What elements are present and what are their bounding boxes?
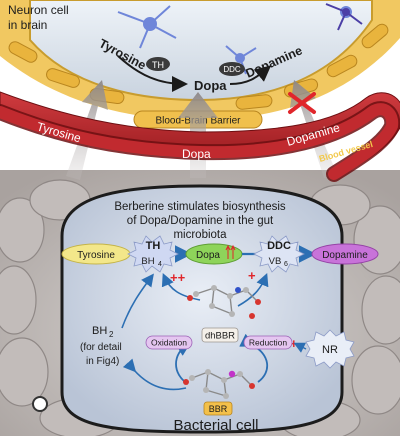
nr-badge: NR [305, 329, 355, 369]
double-plus-sign: ++ [170, 270, 186, 285]
ddc-enzyme-badge: DDC VB 6 [253, 235, 305, 273]
oxidation-label: Oxidation [151, 338, 187, 348]
stimulate-ddc-arrow [237, 273, 269, 307]
bh2-subscript: 2 [109, 330, 114, 339]
increase-arrows-icon [225, 244, 236, 259]
brain-ddc-arrow [229, 65, 272, 85]
vb6-label: VB [269, 256, 282, 267]
bh2-to-bh4-arrow [121, 273, 154, 329]
bacteria-dopamine-label: Dopamine [322, 250, 368, 261]
brain-dopa-label: Dopa [194, 78, 227, 93]
bh2-label: BH [92, 325, 107, 337]
stimulate-th-arrow [161, 273, 201, 301]
dhbbr-box: dhBBR [201, 327, 239, 343]
th-label: TH [146, 240, 161, 252]
brain-th-badge [146, 57, 170, 71]
brain-ddc-badge [219, 62, 245, 76]
blood-vessel: Tyrosine Dopa Dopamine Blood vessel [0, 91, 400, 182]
brain-th-label: TH [152, 60, 164, 70]
bbr-box: BBR [203, 401, 233, 416]
plus-sign-ddc: + [248, 268, 256, 283]
oxidation-badge: Oxidation [145, 335, 193, 350]
brain-th-arrow [117, 55, 188, 92]
bh4-label: BH [141, 256, 154, 267]
brain-ddc-label: DDC [223, 65, 241, 74]
ddc-label: DDC [267, 240, 291, 252]
bbr-molecule-icon [183, 369, 255, 399]
blocked-cross-icon [288, 92, 316, 114]
bacteria-dopa-label: Dopa [196, 250, 220, 261]
bacteria-title-line3: microbiota [173, 229, 227, 241]
bh2-group: BH 2 (for detail in Fig4) [80, 325, 122, 367]
th-enzyme-badge: TH BH 4 [127, 235, 179, 273]
tyrosine-node: Tyrosine [61, 243, 131, 265]
neuron-label-line2: in brain [8, 18, 47, 32]
bacterial-cell-label: Bacterial cell [173, 417, 258, 434]
neuron-icon [117, 3, 363, 75]
bbr-label: BBR [209, 404, 228, 414]
bacteria-title-line2: of Dopa/Dopamine in the gut [127, 215, 274, 227]
bacteria-title-line1: Berberine stimulates biosynthesis [114, 201, 286, 213]
bh4-subscript: 4 [158, 261, 162, 268]
bh2-note-line1: (for detail [80, 342, 122, 353]
dopa-node: Dopa [185, 243, 243, 265]
neuron-label-line1: Neuron cell [8, 3, 69, 17]
small-circle-marker [32, 396, 48, 412]
reduction-badge: Reduction [243, 335, 293, 350]
dhbbr-label: dhBBR [205, 331, 235, 342]
nr-label: NR [322, 344, 338, 356]
bbr-to-bh2-arrow [122, 358, 187, 391]
vessel-dopa-label: Dopa [182, 147, 211, 161]
reduction-label: Reduction [249, 338, 288, 348]
bh2-note-line2: in Fig4) [86, 356, 119, 367]
nr-to-reduction-arrow [293, 342, 307, 353]
bacteria-tyrosine-label: Tyrosine [77, 250, 115, 261]
dhbbr-molecule-icon [187, 285, 261, 319]
vb6-subscript: 6 [284, 261, 288, 268]
bacterial-cell: Berberine stimulates biosynthesis of Dop… [60, 184, 379, 434]
dopamine-node: Dopamine [311, 243, 379, 265]
